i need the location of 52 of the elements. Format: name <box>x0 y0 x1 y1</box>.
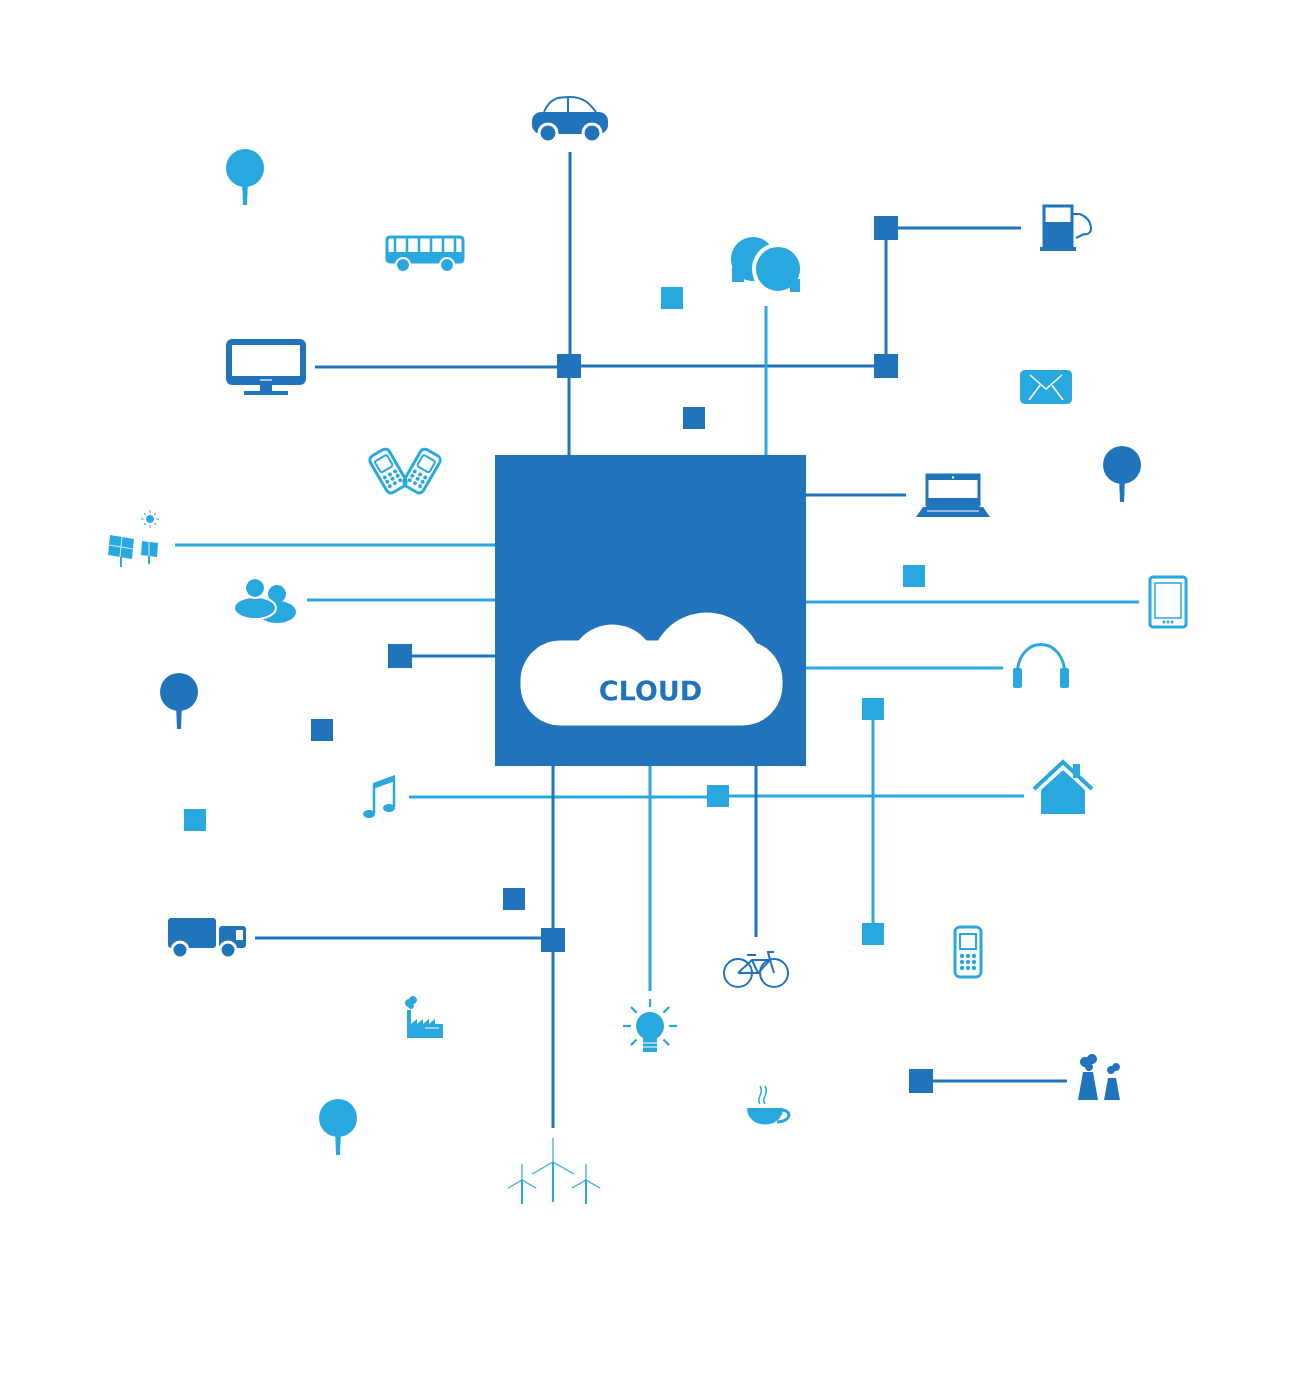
junction-square <box>874 216 898 240</box>
connector-line <box>806 600 1139 604</box>
junction-square <box>707 785 729 807</box>
laptop-icon <box>916 473 990 517</box>
connector-line <box>255 936 541 940</box>
connector-line <box>871 720 875 923</box>
connector-line <box>581 364 874 368</box>
connector-line <box>933 1079 1067 1083</box>
square-node <box>683 407 705 429</box>
monitor-icon <box>226 339 306 395</box>
connector-line <box>806 493 906 497</box>
truck-icon <box>168 918 246 960</box>
house-icon <box>1032 759 1094 814</box>
square-node <box>311 719 333 741</box>
connector-line <box>315 365 557 369</box>
connector-line <box>551 766 555 928</box>
connector-line <box>898 226 1021 230</box>
people-icon <box>233 577 296 623</box>
junction-square <box>541 928 565 952</box>
solar-panel-icon <box>108 509 160 568</box>
square-node <box>903 565 925 587</box>
connector-line <box>884 240 888 354</box>
junction-square <box>874 354 898 378</box>
junction-square <box>862 698 884 720</box>
junction-square <box>557 354 581 378</box>
connector-line <box>551 952 555 1128</box>
fuel-pump-icon <box>1040 204 1092 251</box>
junction-square <box>388 644 412 668</box>
connector-line <box>175 543 495 547</box>
connector-line <box>806 666 1003 670</box>
headphones-icon <box>1013 643 1069 688</box>
connector-line <box>307 598 495 602</box>
connector-line <box>648 766 652 991</box>
junction-square <box>862 923 884 945</box>
bicycle-icon <box>723 951 789 988</box>
power-plant-icon <box>1078 1054 1120 1100</box>
square-node <box>503 888 525 910</box>
connector-line <box>567 378 571 455</box>
car-icon <box>532 96 608 144</box>
connector-line <box>729 794 1024 798</box>
square-node <box>184 809 206 831</box>
junction-square <box>909 1069 933 1093</box>
music-note-icon <box>363 775 396 818</box>
square-node <box>661 287 683 309</box>
connector-line <box>764 306 768 455</box>
light-bulb-icon <box>623 999 677 1052</box>
connector-line <box>412 654 495 658</box>
wind-turbine-icon <box>507 1137 601 1205</box>
connector-line <box>568 152 572 354</box>
connector-line <box>409 795 707 799</box>
tablet-icon <box>1148 575 1188 629</box>
connector-line <box>754 766 758 937</box>
